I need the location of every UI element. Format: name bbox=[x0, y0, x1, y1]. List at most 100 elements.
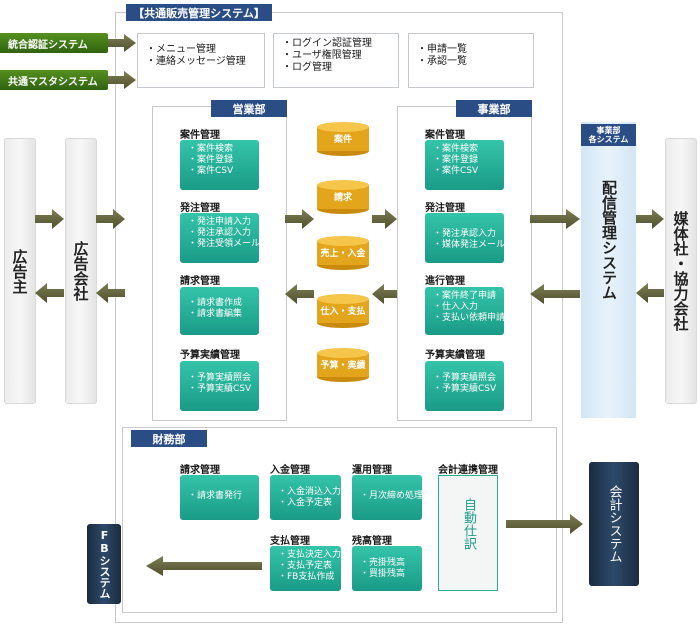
list-item: ・媒体発注メール bbox=[433, 240, 506, 250]
database-label: 仕入・支払 bbox=[320, 307, 366, 317]
database-icon: 予算・実績 bbox=[316, 348, 370, 382]
database-label: 請求 bbox=[333, 193, 352, 203]
list-item: ・予算実績照会 bbox=[433, 373, 497, 383]
database-icon: 案件 bbox=[316, 122, 370, 156]
auth-system-tab: 統合認証システム bbox=[0, 33, 108, 53]
delivery-system-title: 配信管理システム bbox=[600, 180, 618, 300]
list-item: ・案件登録 bbox=[188, 155, 234, 165]
section-title: 発注管理 bbox=[425, 203, 465, 214]
section-title: 運用管理 bbox=[352, 465, 392, 476]
accounting-system-box: 会計システム bbox=[589, 462, 639, 586]
list-item: ・ログイン認証管理 bbox=[282, 38, 372, 49]
fin-payment-box: ・支払決定入力 ・支払予定表 ・FB支払作成 bbox=[270, 546, 341, 591]
list-item: ・案件登録 bbox=[433, 155, 479, 165]
cylinder-icon bbox=[317, 236, 369, 270]
fin-operation-box: ・月次締め処理 bbox=[352, 475, 424, 520]
fb-system-box: FBシステム bbox=[87, 524, 121, 604]
list-item: ・月次締め処理 bbox=[360, 491, 424, 501]
list-item: ・案件検索 bbox=[188, 144, 234, 154]
arrow-left-icon bbox=[146, 556, 262, 576]
database-icon: 売上・入金 bbox=[316, 236, 370, 270]
list-item: ・支払決定入力 bbox=[278, 550, 342, 560]
list-item: ・予算実績照会 bbox=[188, 373, 252, 383]
advertiser-box: 広告主 bbox=[4, 138, 36, 404]
list-item: ・発注申請入力 bbox=[188, 217, 252, 227]
biz-project-box: ・案件検索 ・案件登録 ・案件CSV bbox=[425, 140, 504, 190]
list-item: ・案件CSV bbox=[188, 166, 234, 176]
list-item: ・案件CSV bbox=[433, 166, 479, 176]
auto-journal-label: 自動仕訳 bbox=[461, 498, 476, 550]
section-title: 残高管理 bbox=[352, 536, 392, 547]
section-title: 予算実績管理 bbox=[180, 350, 240, 361]
master-system-tab: 共通マスタシステム bbox=[0, 70, 108, 90]
fin-billing-box: ・請求書発行 bbox=[180, 475, 259, 520]
sales-dept-title: 営業部 bbox=[211, 100, 287, 117]
section-title: 支払管理 bbox=[270, 536, 310, 547]
database-label: 売上・入金 bbox=[320, 249, 366, 259]
list-item: ・発注承認入力 bbox=[188, 228, 252, 238]
auth-box: ・ログイン認証管理 ・ユーザ権限管理 ・ログ管理 bbox=[273, 33, 399, 88]
arrow-left-icon bbox=[372, 284, 397, 304]
media-partner-box: 媒体社・協力会社 bbox=[665, 138, 697, 404]
list-item: ・予算実績CSV bbox=[188, 384, 252, 394]
agency-box: 広告会社 bbox=[65, 138, 97, 404]
sales-billing-box: ・請求書作成 ・請求書編集 bbox=[180, 287, 259, 335]
biz-progress-box: ・案件終了申請 ・仕入入力 ・支払い依頼申請 bbox=[425, 287, 506, 335]
business-dept-title: 事業部 bbox=[456, 100, 532, 117]
cylinder-icon bbox=[317, 348, 369, 382]
list-item: ・支払い依頼申請 bbox=[433, 313, 506, 323]
fin-deposit-box: ・入金消込入力 ・入金予定表 bbox=[270, 475, 341, 520]
list-item: ・案件終了申請 bbox=[433, 291, 497, 301]
list-item: ・請求書編集 bbox=[188, 309, 243, 319]
approval-box: ・申請一覧 ・承認一覧 bbox=[408, 33, 534, 88]
arrow-right-icon bbox=[506, 514, 583, 534]
section-title: 案件管理 bbox=[425, 130, 465, 141]
section-title: 請求管理 bbox=[180, 276, 220, 287]
list-item: ・承認一覧 bbox=[417, 56, 467, 67]
arrow-left-icon bbox=[35, 283, 64, 303]
list-item: ・請求書発行 bbox=[188, 491, 243, 501]
fb-system-label: FBシステム bbox=[98, 529, 111, 599]
arrow-right-icon bbox=[96, 209, 125, 229]
arrow-left-icon bbox=[636, 283, 664, 303]
arrow-left-icon bbox=[96, 283, 125, 303]
sales-budget-box: ・予算実績照会 ・予算実績CSV bbox=[180, 361, 259, 411]
menu-box: ・メニュー管理 ・連絡メッセージ管理 bbox=[137, 33, 265, 88]
auto-journal-box bbox=[438, 475, 498, 591]
list-item: ・メニュー管理 bbox=[146, 44, 216, 55]
biz-budget-box: ・予算実績照会 ・予算実績CSV bbox=[425, 361, 504, 411]
section-title: 進行管理 bbox=[425, 276, 465, 287]
cylinder-icon bbox=[317, 294, 369, 328]
database-icon: 請求 bbox=[316, 180, 370, 214]
biz-order-box: ・発注承認入力 ・媒体発注メール bbox=[425, 213, 506, 263]
list-item: ・売掛残高 bbox=[360, 558, 406, 568]
list-item: ・支払予定表 bbox=[278, 561, 333, 571]
list-item: ・予算実績CSV bbox=[433, 384, 497, 394]
database-label: 案件 bbox=[333, 135, 352, 145]
delivery-system-box bbox=[581, 122, 636, 418]
arrow-right-icon bbox=[108, 34, 136, 52]
finance-dept-title: 財務部 bbox=[131, 430, 207, 447]
section-title: 会計連携管理 bbox=[438, 465, 498, 476]
arrow-right-icon bbox=[108, 71, 136, 89]
section-title: 請求管理 bbox=[180, 465, 220, 476]
sales-project-box: ・案件検索 ・案件登録 ・案件CSV bbox=[180, 140, 259, 190]
list-item: ・買掛残高 bbox=[360, 569, 406, 579]
list-item: ・請求書作成 bbox=[188, 298, 243, 308]
database-icon: 仕入・支払 bbox=[316, 294, 370, 328]
list-item: ・申請一覧 bbox=[417, 44, 467, 55]
cylinder-icon bbox=[317, 122, 369, 156]
arrow-right-icon bbox=[285, 209, 314, 229]
arrow-right-icon bbox=[35, 209, 64, 229]
delivery-system-label: 事業部 各システム bbox=[581, 124, 636, 146]
arrow-left-icon bbox=[530, 284, 580, 304]
list-item: ・FB支払作成 bbox=[278, 572, 335, 582]
list-item: ・案件検索 bbox=[433, 144, 479, 154]
list-item: ・入金予定表 bbox=[278, 498, 333, 508]
list-item: ・発注承認入力 bbox=[433, 229, 497, 239]
section-title: 予算実績管理 bbox=[425, 350, 485, 361]
arrow-left-icon bbox=[285, 284, 314, 304]
cylinder-icon bbox=[317, 180, 369, 214]
arrow-right-icon bbox=[372, 209, 397, 229]
